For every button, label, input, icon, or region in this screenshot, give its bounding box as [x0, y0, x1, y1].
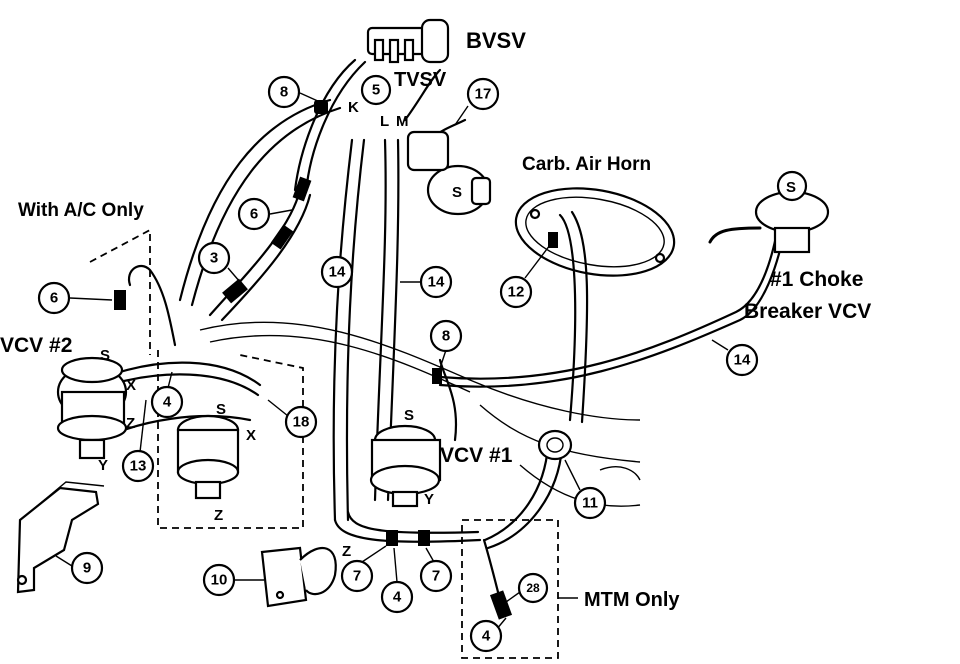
mtm-only-box [461, 519, 559, 659]
port-z-vcv2: Z [126, 415, 135, 432]
callout-8-mid-text: 8 [442, 328, 450, 345]
bvsv-label: BVSV [466, 28, 526, 53]
callout-3-text: 3 [210, 250, 218, 267]
callout-4-left: 4 [150, 371, 184, 419]
callout-28: 28 [505, 572, 549, 604]
port-z-vcv1: Z [342, 543, 351, 560]
bracket-9 [16, 481, 105, 594]
callout-12-text: 12 [508, 284, 525, 301]
callout-3: 3 [197, 241, 241, 283]
callout-14-a: 14 [320, 255, 354, 289]
carb-air-horn-label: Carb. Air Horn [522, 154, 651, 175]
callout-13-text: 13 [130, 458, 147, 475]
ac-only-box [89, 228, 304, 529]
carb-air-horn [514, 187, 676, 277]
callout-8-top-text: 8 [280, 84, 288, 101]
callout-6-upper: 6 [237, 197, 293, 231]
port-s-vcv2: S [100, 347, 110, 364]
callout-12: 12 [499, 244, 551, 309]
port-x-vcv2: X [126, 377, 136, 394]
callout-4-mtm: 4 [469, 617, 507, 653]
callout-5: 5 [360, 74, 392, 106]
choke-breaker-vcv [754, 170, 830, 254]
choke-breaker-label-line1: #1 Choke [770, 268, 863, 291]
grommet-11 [537, 429, 573, 461]
port-s-tvsv: S [452, 184, 462, 201]
callout-8-mid: 8 [429, 319, 463, 369]
callout-14-b: 14 [400, 265, 453, 299]
callout-5-text: 5 [372, 82, 380, 99]
clip-10 [260, 546, 337, 608]
port-z-ac: Z [214, 507, 223, 524]
callout-14-a-text: 14 [329, 264, 346, 281]
port-s-choke: S [786, 179, 796, 196]
callout-17-text: 17 [475, 86, 492, 103]
callout-6-left: 6 [37, 281, 113, 315]
choke-breaker-label-line2: Breaker VCV [744, 300, 871, 323]
callout-18-text: 18 [293, 414, 310, 431]
port-y-vcv1: Y [424, 491, 434, 508]
callout-7-right-text: 7 [432, 568, 440, 585]
callout-9-text: 9 [83, 560, 91, 577]
callout-4-bottom-text: 4 [393, 589, 402, 606]
port-s-ac: S [216, 401, 226, 418]
tvsv-valve [406, 130, 492, 216]
callout-17: 17 [454, 77, 500, 126]
port-l: L [380, 113, 389, 130]
bvsv-valve [366, 18, 450, 64]
mtm-only-label: MTM Only [584, 589, 680, 611]
port-k: K [348, 99, 359, 116]
callout-6-left-text: 6 [50, 290, 58, 307]
callout-7-left-text: 7 [353, 568, 361, 585]
callout-8-top: 8 [267, 75, 321, 109]
callout-14-right: 14 [711, 339, 759, 377]
callout-10: 10 [202, 563, 264, 597]
tvsv-label: TVSV [394, 69, 447, 91]
fittings [114, 100, 558, 620]
callout-11-text: 11 [582, 495, 598, 512]
callout-6-upper-text: 6 [250, 206, 258, 223]
ac-vcv-valve [176, 414, 240, 500]
callout-18: 18 [267, 399, 318, 439]
callout-13: 13 [121, 399, 155, 483]
callout-14-b-text: 14 [428, 274, 445, 291]
vcv1-valve [369, 424, 442, 508]
callout-11: 11 [564, 459, 607, 520]
port-s-vcv1: S [404, 407, 414, 424]
callout-10-text: 10 [211, 572, 228, 589]
callout-7-right: 7 [419, 547, 453, 593]
vcv2-label: VCV #2 [0, 334, 72, 357]
port-m: M [396, 113, 409, 130]
callout-28-text: 28 [526, 581, 540, 595]
callout-14-right-text: 14 [734, 352, 751, 369]
vcv1-label: VCV #1 [440, 444, 513, 467]
port-x-ac: X [246, 427, 256, 444]
port-y-vcv2: Y [98, 457, 108, 474]
callout-4-bottom: 4 [380, 547, 414, 614]
callout-4-left-text: 4 [163, 394, 172, 411]
vcv2-valve [56, 356, 128, 460]
with-ac-only-label: With A/C Only [18, 200, 144, 221]
callout-7-left: 7 [340, 545, 387, 593]
hoses [98, 58, 792, 602]
callout-4-mtm-text: 4 [482, 628, 491, 645]
callout-9: 9 [55, 551, 104, 585]
